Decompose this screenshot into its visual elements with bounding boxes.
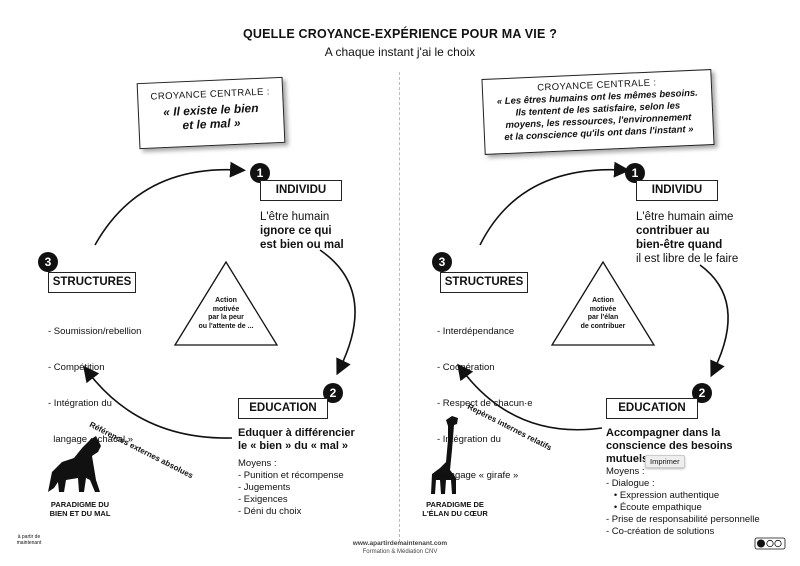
right-step2-lead1: Accompagner dans la bbox=[606, 427, 721, 439]
left-paradigm-line2: BIEN ET DU MAL bbox=[49, 509, 111, 518]
left-step1-number: 1 bbox=[250, 163, 270, 183]
right-step1-box: INDIVIDU bbox=[636, 180, 718, 201]
list-item: - Soumission/rebellion bbox=[48, 326, 142, 337]
list-item: - Exigences bbox=[238, 494, 288, 505]
left-arrow-2-to-3 bbox=[83, 365, 233, 439]
left-step2-number: 2 bbox=[323, 383, 343, 403]
right-step1-text: L'être humain aime contribuer au bien-êt… bbox=[636, 210, 738, 266]
right-belief-card: CROYANCE CENTRALE : « Les êtres humains … bbox=[481, 69, 715, 155]
left-step1-box: INDIVIDU bbox=[260, 180, 342, 201]
left-arrow-3-to-1 bbox=[94, 161, 246, 246]
right-arrow-1-to-2 bbox=[699, 264, 729, 378]
list-item: langage « girafe » bbox=[437, 470, 519, 481]
left-step3-box: STRUCTURES bbox=[48, 272, 136, 293]
left-step1-line1: L'être humain bbox=[260, 211, 330, 223]
left-step3-number: 3 bbox=[38, 252, 58, 272]
right-triangle bbox=[550, 260, 656, 346]
footer-tagline: Formation & Médiation CNV bbox=[362, 549, 438, 555]
left-paradigm: PARADIGME DU BIEN ET DU MAL bbox=[30, 500, 130, 518]
page-subtitle: A chaque instant j'ai le choix bbox=[324, 45, 476, 59]
right-step2-lead2: conscience des besoins bbox=[606, 440, 733, 452]
left-step2-box: EDUCATION bbox=[238, 398, 328, 419]
right-step1-line1: L'être humain aime bbox=[636, 211, 734, 223]
right-step1-line4: il est libre de le faire bbox=[636, 253, 739, 265]
cc-icon bbox=[757, 539, 765, 548]
left-paradigm-line1: PARADIGME DU bbox=[50, 500, 110, 509]
right-triangle-line2: motivée bbox=[589, 305, 617, 313]
left-step1-line3: est bien ou mal bbox=[260, 239, 344, 251]
right-step1-line3: bien-être quand bbox=[636, 239, 723, 251]
right-paradigm-line1: PARADIGME DE bbox=[426, 500, 484, 509]
print-tooltip[interactable]: Imprimer bbox=[645, 455, 685, 468]
right-step3-number: 3 bbox=[432, 252, 452, 272]
left-triangle-text: Action motivée par la peur ou l'attente … bbox=[176, 297, 276, 331]
right-step1-line2: contribuer au bbox=[636, 225, 710, 237]
right-arrow-2-to-3 bbox=[457, 363, 603, 431]
giraffe-icon bbox=[431, 416, 458, 494]
right-step3-list: - Interdépendance - Coopération - Respec… bbox=[437, 302, 533, 494]
right-paradigm-line2: L'ÉLAN DU CŒUR bbox=[422, 509, 488, 518]
left-step2-means-title: Moyens : bbox=[238, 458, 277, 469]
right-triangle-text: Action motivée par l'élan de contribuer bbox=[553, 297, 653, 331]
list-item: - Dialogue : bbox=[606, 478, 655, 489]
left-triangle-line3: par la peur bbox=[208, 314, 244, 321]
by-icon bbox=[766, 539, 774, 548]
list-item: - Prise de responsabilité personnelle bbox=[606, 514, 760, 525]
left-step2-content: Eduquer à différencier le « bien » du « … bbox=[238, 427, 355, 518]
left-triangle bbox=[173, 260, 279, 346]
right-triangle-line1: Action bbox=[592, 297, 614, 304]
footer-url[interactable]: www.apartirdemaintenant.com bbox=[352, 540, 448, 547]
right-triangle-line3: par l'élan bbox=[587, 314, 619, 321]
list-item: - Respect de chacun·e bbox=[437, 398, 533, 409]
left-arrow-1-to-2 bbox=[319, 249, 356, 376]
center-divider bbox=[399, 72, 400, 542]
list-item: - Déni du choix bbox=[238, 506, 302, 517]
wolf-howling-icon bbox=[48, 436, 101, 492]
list-item: - Intégration du bbox=[437, 434, 501, 445]
right-step2-lead3: mutuels bbox=[606, 453, 649, 465]
left-step1-line2: ignore ce qui bbox=[260, 225, 332, 237]
left-step1-text: L'être humain ignore ce qui est bien ou … bbox=[260, 210, 344, 252]
left-triangle-line2: motivée bbox=[212, 305, 240, 313]
list-item: - Coopération bbox=[437, 362, 495, 373]
nc-icon bbox=[774, 539, 782, 548]
list-item: • Expression authentique bbox=[606, 490, 720, 501]
page-title: QUELLE CROYANCE-EXPÉRIENCE POUR MA VIE ? bbox=[242, 27, 558, 41]
list-item: - Intégration du bbox=[48, 398, 112, 409]
right-triangle-line4: de contribuer bbox=[580, 322, 626, 330]
left-step2-lead1: Eduquer à différencier bbox=[238, 427, 355, 439]
left-belief-card: CROYANCE CENTRALE : « Il existe le bien … bbox=[136, 76, 286, 150]
right-step2-means-title: Moyens : bbox=[606, 466, 645, 477]
left-step2-lead2: le « bien » du « mal » bbox=[238, 440, 349, 452]
right-step1-number: 1 bbox=[625, 163, 645, 183]
brand-logo: à partir de maintenant bbox=[14, 534, 44, 546]
list-item: - Punition et récompense bbox=[238, 470, 344, 481]
right-arrow-3-to-1 bbox=[479, 161, 630, 246]
left-step3-list: - Soumission/rebellion - Compétition - I… bbox=[48, 302, 141, 458]
list-item: - Jugements bbox=[238, 482, 291, 493]
right-step3-box: STRUCTURES bbox=[440, 272, 528, 293]
right-paradigm: PARADIGME DE L'ÉLAN DU CŒUR bbox=[405, 500, 505, 518]
brand-logo-line2: maintenant bbox=[16, 540, 42, 546]
left-triangle-line1: Action bbox=[215, 297, 237, 304]
list-item: • Écoute empathique bbox=[606, 502, 702, 513]
brand-logo-line1: à partir de bbox=[17, 534, 41, 540]
left-triangle-line4: ou l'attente de ... bbox=[198, 322, 254, 330]
right-step2-content: Accompagner dans la conscience des besoi… bbox=[606, 427, 760, 538]
list-item: - Compétition bbox=[48, 362, 105, 373]
right-step2-box: EDUCATION bbox=[606, 398, 698, 419]
list-item: - Interdépendance bbox=[437, 326, 515, 337]
list-item: - Co-création de solutions bbox=[606, 526, 715, 537]
list-item: langage « chacal » bbox=[48, 434, 134, 445]
